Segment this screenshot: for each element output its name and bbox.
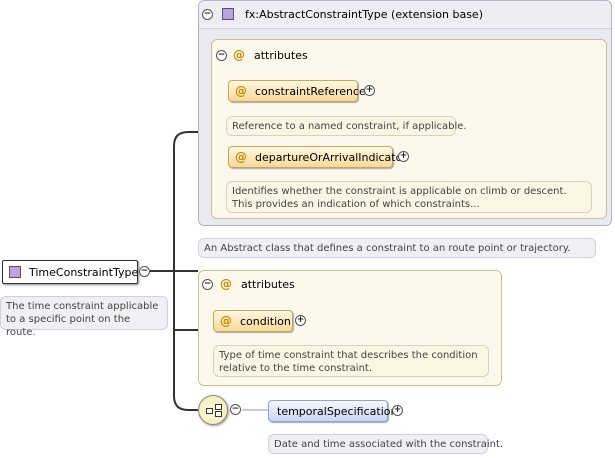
attribute-constraintReference[interactable]: @ constraintReference bbox=[228, 80, 366, 102]
extension-description: An Abstract class that defines a constra… bbox=[198, 238, 596, 258]
attribute-departureOrArrivalIndicator[interactable]: @ departureOrArrivalIndicator bbox=[228, 146, 407, 168]
root-collapse-icon[interactable]: − bbox=[139, 266, 150, 277]
attribute-name: departureOrArrivalIndicator bbox=[255, 151, 407, 164]
complex-type-icon bbox=[222, 8, 234, 20]
extension-attributes-group: − @ attributes @ constraintReference + R… bbox=[211, 39, 607, 219]
root-description: The time constraint applicable to a spec… bbox=[0, 296, 168, 338]
extension-header: − fx:AbstractConstraintType (extension b… bbox=[199, 1, 611, 29]
attribute-description: Reference to a named constraint, if appl… bbox=[226, 116, 467, 136]
extension-title: fx:AbstractConstraintType (extension bas… bbox=[245, 8, 483, 21]
expand-icon[interactable]: + bbox=[392, 405, 403, 416]
sequence-collapse-icon[interactable]: − bbox=[230, 404, 241, 415]
element-temporalSpecification[interactable]: temporalSpecification bbox=[268, 400, 397, 422]
attributes-collapse-icon[interactable]: − bbox=[202, 279, 213, 290]
attributes-label: attributes bbox=[241, 278, 295, 291]
attributes-collapse-icon[interactable]: − bbox=[216, 50, 227, 61]
attribute-condition[interactable]: @ condition bbox=[213, 310, 293, 332]
expand-icon[interactable]: + bbox=[364, 85, 375, 96]
attribute-icon: @ bbox=[220, 277, 232, 291]
attribute-icon: @ bbox=[233, 48, 245, 62]
attributes-label: attributes bbox=[254, 49, 308, 62]
attributes-group: − @ attributes @ condition + Type of tim… bbox=[198, 270, 502, 386]
expand-icon[interactable]: + bbox=[295, 315, 306, 326]
sequence-icon bbox=[206, 404, 222, 417]
attribute-description: Identifies whether the constraint is app… bbox=[226, 181, 592, 213]
attribute-icon: @ bbox=[235, 150, 247, 164]
element-description: Date and time associated with the constr… bbox=[268, 434, 503, 454]
sequence-compositor[interactable] bbox=[198, 395, 228, 425]
attribute-name: constraintReference bbox=[255, 85, 366, 98]
expand-icon[interactable]: + bbox=[398, 151, 409, 162]
root-element[interactable]: TimeConstraintType bbox=[2, 260, 138, 284]
root-element-label: TimeConstraintType bbox=[29, 266, 139, 279]
complex-type-icon bbox=[9, 266, 21, 278]
attribute-icon: @ bbox=[235, 84, 247, 98]
element-name: temporalSpecification bbox=[277, 405, 398, 418]
extension-collapse-icon[interactable]: − bbox=[202, 9, 213, 20]
attribute-description: Type of time constraint that describes t… bbox=[213, 345, 489, 377]
attribute-icon: @ bbox=[220, 314, 232, 328]
attribute-name: condition bbox=[240, 315, 291, 328]
extension-base-box: − fx:AbstractConstraintType (extension b… bbox=[198, 0, 612, 226]
